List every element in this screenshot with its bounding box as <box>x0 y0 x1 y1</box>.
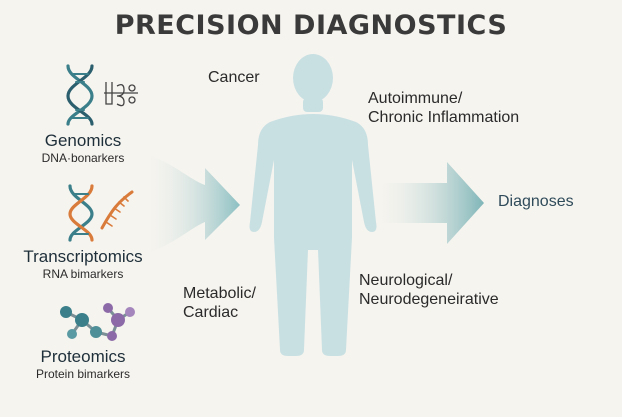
dna-helix-icon <box>66 64 94 126</box>
category-metabolic: Metabolic/ Cardiac <box>183 284 256 322</box>
omic-name: Proteomics <box>40 347 126 366</box>
category-line: Cardiac <box>183 304 239 321</box>
human-body-icon <box>249 54 377 356</box>
page-title: PRECISION DIAGNOSTICS <box>114 10 508 41</box>
category-autoimmune: Autoimmune/ Chronic Inflammation <box>368 89 519 127</box>
category-cancer: Cancer <box>208 69 260 86</box>
category-line: Autoimmune/ <box>368 90 463 107</box>
omic-transcriptomics: Transcriptomics RNA bimarkers <box>10 247 156 281</box>
output-arrow <box>375 162 484 244</box>
omic-name: Transcriptomics <box>23 247 143 266</box>
omic-name: Genomics <box>44 131 122 150</box>
rna-strand-icon <box>68 184 134 242</box>
sequencing-glyph-icon <box>104 82 138 107</box>
omic-sub: Protein bimarkers <box>35 367 131 381</box>
category-neuro: Neurological/ Neurodegeneirative <box>359 271 499 309</box>
protein-molecule-icon <box>60 303 135 341</box>
omic-sub: DNA·bonarkers <box>41 151 125 165</box>
category-line: Neurological/ <box>359 272 453 289</box>
omic-genomics: Genomics DNA·bonarkers <box>20 131 146 165</box>
category-line: Metabolic/ <box>183 285 256 302</box>
category-line: Chronic Inflammation <box>368 109 520 126</box>
category-line: Neurodegeneirative <box>359 291 499 308</box>
input-arrow <box>140 152 240 255</box>
output-diagnoses: Diagnoses <box>498 193 574 210</box>
omic-proteomics: Proteomics Protein bimarkers <box>20 347 146 381</box>
omic-sub: RNA bimarkers <box>42 267 124 281</box>
